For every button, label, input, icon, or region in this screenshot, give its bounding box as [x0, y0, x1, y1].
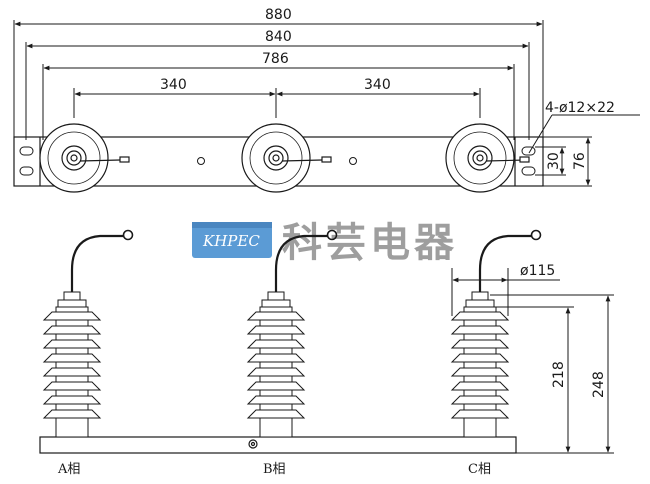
dim-pitch-right-label: 340 — [364, 77, 391, 93]
arrester-a — [42, 229, 134, 438]
slot-right-top — [521, 146, 536, 156]
insulator-top-a — [39, 123, 130, 193]
slot-right-bottom — [521, 166, 536, 176]
phase-label-a: A相 — [57, 462, 80, 477]
dim-height-total-label: 248 — [591, 371, 607, 398]
side-dimensions — [528, 114, 640, 187]
brand-logo: KHPEC 科芸电器 — [192, 220, 458, 266]
dim-mount-label: 840 — [265, 29, 292, 45]
dim-span-label: 786 — [262, 51, 289, 67]
dim-pitch-left-label: 340 — [160, 77, 187, 93]
mounting-slots — [19, 146, 536, 176]
arrester-c — [450, 229, 542, 438]
dim-base-width-label: 76 — [572, 152, 588, 170]
front-dimensions — [451, 268, 614, 454]
dim-slot-label: 30 — [546, 152, 562, 170]
slot-left-top — [19, 146, 34, 156]
dim-hole-label: 4-ø12×22 — [545, 100, 615, 116]
dim-overall-label: 880 — [265, 7, 292, 23]
logo-brand-cn: 科芸电器 — [282, 220, 458, 266]
front-base — [39, 436, 517, 454]
plate-hole — [197, 157, 205, 165]
logo-badge — [192, 222, 272, 258]
insulator-top-c — [445, 123, 530, 193]
plate-hole — [349, 157, 357, 165]
insulator-top-b — [241, 123, 332, 193]
top-dimensions — [14, 21, 543, 97]
phase-label-c: C相 — [468, 462, 491, 477]
arrester-b — [246, 229, 338, 438]
dim-height-arrester-label: 218 — [551, 361, 567, 388]
logo-brand-en: KHPEC — [202, 232, 260, 250]
phase-label-b: B相 — [263, 462, 286, 477]
dim-diameter-label: ø115 — [520, 263, 555, 279]
top-view — [13, 20, 544, 140]
slot-left-bottom — [19, 166, 34, 176]
